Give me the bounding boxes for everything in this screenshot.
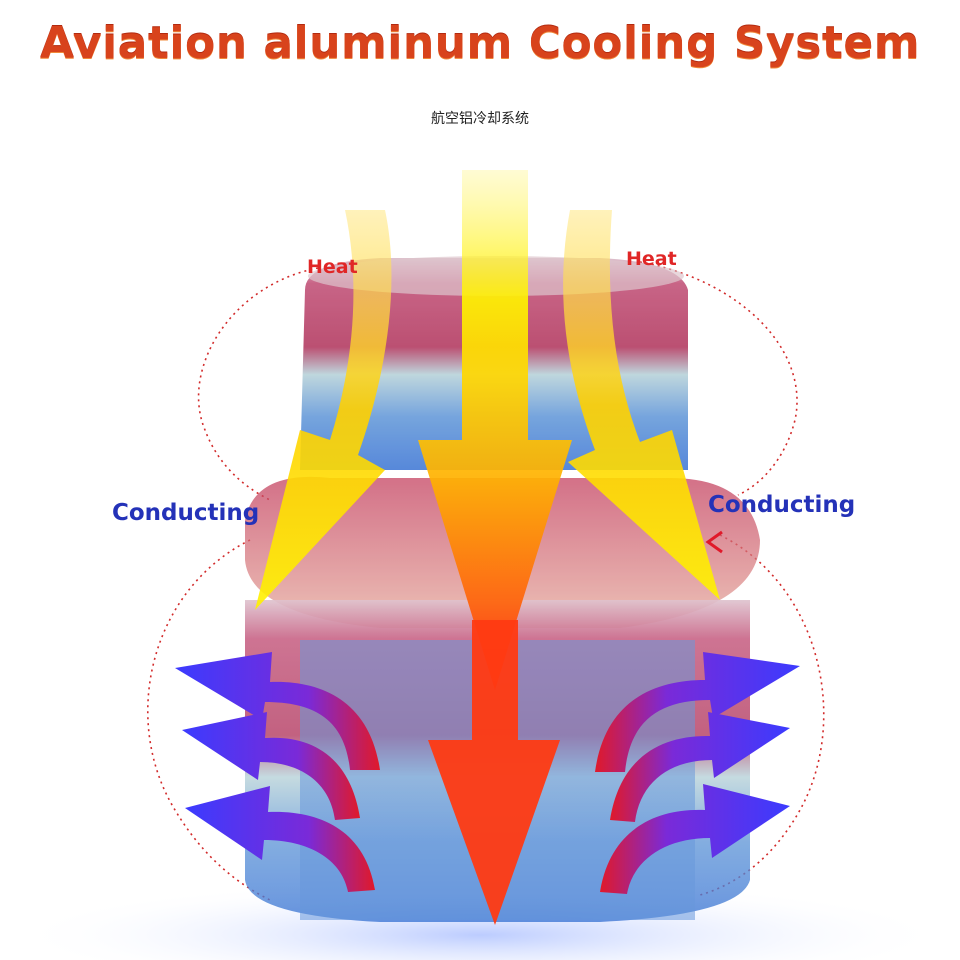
cooling-airflow-arrow-group-left [175,652,380,892]
cooling-airflow-arrow [610,712,790,822]
conducting-label-right: Conducting [708,492,856,518]
heat-flow-arrow [563,210,720,600]
cooling-airflow-arrow-group-right [595,652,800,894]
cooling-airflow-arrow [600,784,790,894]
heat-marker-icon [705,530,723,554]
cooling-airflow-arrow [175,652,380,770]
cooling-airflow-arrow [595,652,800,772]
cooling-airflow-arrow [182,712,360,820]
heat-label-left: Heat [307,256,358,278]
page-subtitle: 航空铝冷却系统 [431,111,529,127]
heat-flow-arrow [418,170,572,690]
heat-label-right: Heat [626,248,677,270]
conducting-label-left: Conducting [112,500,260,526]
heat-radiation-dotted-curve [147,261,825,901]
cooling-airflow-arrow [185,786,375,892]
page-title: Aviation aluminum Cooling System [39,18,921,69]
heat-flow-arrow [428,620,560,925]
heat-flow-arrow [255,210,392,610]
